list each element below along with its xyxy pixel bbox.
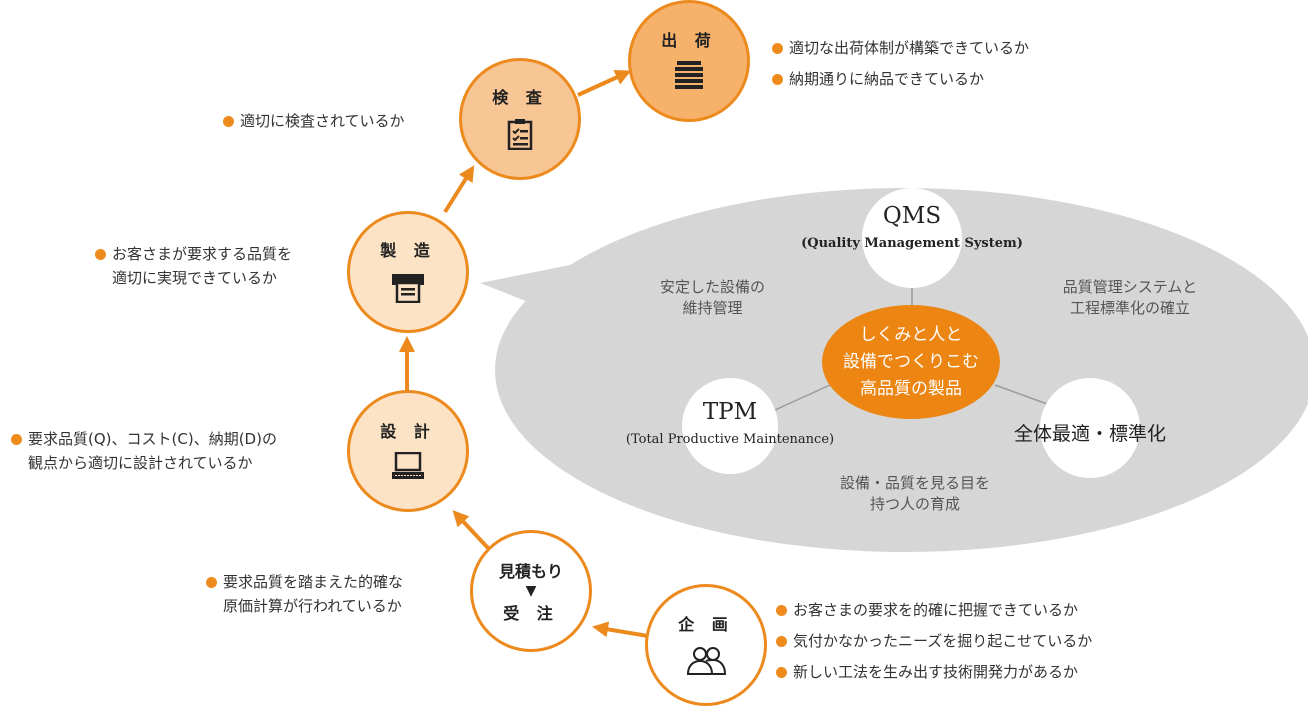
stage-manufacturing: 製 造 xyxy=(347,211,469,333)
arrow-order-to-design xyxy=(452,510,490,550)
caption-line: 工程標準化の確立 xyxy=(1069,299,1190,317)
caption-line: 持つ人の育成 xyxy=(869,495,960,513)
stage-label: 出 荷 xyxy=(661,31,717,50)
center-line: 高品質の製品 xyxy=(860,378,962,399)
bullet-text: 納期通りに納品できているか xyxy=(789,70,985,88)
bullet-item: 適切な出荷体制が構築できているか xyxy=(772,36,1029,60)
stage-shipping: 出 荷 xyxy=(628,0,750,122)
caption-quality-system: 品質管理システムと 工程標準化の確立 xyxy=(1030,277,1230,319)
bullet-dot-icon xyxy=(776,667,787,678)
inspection-bullets: 適切に検査されているか xyxy=(223,109,405,133)
bullet-item: 気付かなかったニーズを掘り起こせているか xyxy=(776,629,1092,653)
checklist-icon xyxy=(507,118,533,154)
bullet-text: 原価計算が行われているか xyxy=(223,597,402,615)
qms-subtitle: (Quality Management System) xyxy=(801,236,1023,251)
printer-icon xyxy=(392,271,424,307)
caption-people-development: 設備・品質を見る目を 持つ人の育成 xyxy=(805,473,1025,515)
bullet-text: 新しい工法を生み出す技術開発力があるか xyxy=(793,663,1079,681)
bullet-item: 観点から適切に設計されているか xyxy=(11,451,277,475)
bullet-dot-icon xyxy=(206,577,217,588)
stack-icon xyxy=(675,61,703,95)
tpm-circle xyxy=(682,378,778,474)
tpm-subtitle: (Total Productive Maintenance) xyxy=(625,432,835,447)
caption-equipment-maintenance: 安定した設備の 維持管理 xyxy=(620,277,805,319)
bullet-text: 気付かなかったニーズを掘り起こせているか xyxy=(793,632,1093,650)
bullet-text: 要求品質を踏まえた的確な xyxy=(223,573,404,591)
bullet-item: 要求品質を踏まえた的確な xyxy=(206,570,403,594)
stage-estimate-order: 見積もり ▼ 受 注 xyxy=(470,530,592,652)
caption-line: 品質管理システムと xyxy=(1062,278,1198,296)
bullet-text: 要求品質(Q)、コスト(C)、納期(D)の xyxy=(28,430,277,448)
qms-circle xyxy=(862,188,962,288)
stage-label: 設 計 xyxy=(380,422,436,441)
caption-line: 設備・品質を見る目を xyxy=(839,474,990,492)
bullet-dot-icon xyxy=(776,636,787,647)
stage-label: 企 画 xyxy=(678,615,734,634)
bullet-text: 観点から適切に設計されているか xyxy=(28,454,253,472)
stage-planning: 企 画 xyxy=(645,584,767,706)
design-bullets: 要求品質(Q)、コスト(C)、納期(D)の 観点から適切に設計されているか xyxy=(11,427,277,475)
down-arrow-icon: ▼ xyxy=(525,583,537,599)
bullet-item: 適切に検査されているか xyxy=(223,109,405,133)
bullet-item: 原価計算が行われているか xyxy=(206,594,403,618)
bullet-item: お客さまの要求を的確に把握できているか xyxy=(776,598,1092,622)
bullet-text: 適切な出荷体制が構築できているか xyxy=(789,39,1030,57)
laptop-icon xyxy=(391,451,425,484)
center-line: しくみと人と xyxy=(859,324,963,345)
stage-inspection: 検 査 xyxy=(459,58,581,180)
stage-label-order: 受 注 xyxy=(503,604,559,623)
center-circle: しくみと人と 設備でつくりこむ 高品質の製品 xyxy=(822,305,1000,419)
bullet-text: 適切に実現できているか xyxy=(112,269,278,287)
tpm-title: TPM xyxy=(702,399,758,425)
bullet-dot-icon xyxy=(95,249,106,260)
arrow-manufacturing-to-inspection xyxy=(443,165,475,214)
caption-line: 安定した設備の xyxy=(659,278,765,296)
stage-label-estimate: 見積もり xyxy=(498,562,563,581)
stage-label: 製 造 xyxy=(380,241,436,260)
bullet-dot-icon xyxy=(223,116,234,127)
bullet-item: 新しい工法を生み出す技術開発力があるか xyxy=(776,660,1092,684)
bullet-dot-icon xyxy=(772,74,783,85)
bullet-dot-icon xyxy=(776,605,787,616)
stage-design: 設 計 xyxy=(347,390,469,512)
caption-line: 維持管理 xyxy=(682,299,743,317)
manufacturing-bullets: お客さまが要求する品質を 適切に実現できているか xyxy=(95,242,292,290)
bullet-text: 適切に検査されているか xyxy=(240,112,405,130)
arrow-inspection-to-shipping xyxy=(577,70,632,97)
estimate-order-bullets: 要求品質を踏まえた的確な 原価計算が行われているか xyxy=(206,570,403,618)
people-icon xyxy=(686,645,727,679)
bullet-item: 要求品質(Q)、コスト(C)、納期(D)の xyxy=(11,427,277,451)
center-line: 設備でつくりこむ xyxy=(843,351,979,372)
planning-bullets: お客さまの要求を的確に把握できているか 気付かなかったニーズを掘り起こせているか… xyxy=(776,598,1092,684)
bullet-item: 適切に実現できているか xyxy=(95,266,292,290)
bullet-item: 納期通りに納品できているか xyxy=(772,67,1029,91)
bullet-dot-icon xyxy=(11,434,22,445)
optimization-circle xyxy=(1040,378,1140,478)
bullet-text: お客さまの要求を的確に把握できているか xyxy=(793,601,1079,619)
optimization-title: 全体最適・標準化 xyxy=(1013,423,1166,445)
stage-label: 検 査 xyxy=(492,88,548,107)
bullet-dot-icon xyxy=(772,43,783,54)
bullet-text: お客さまが要求する品質を xyxy=(112,245,293,263)
qms-title: QMS xyxy=(882,203,942,229)
shipping-bullets: 適切な出荷体制が構築できているか 納期通りに納品できているか xyxy=(772,36,1029,91)
bullet-item: お客さまが要求する品質を xyxy=(95,242,292,266)
